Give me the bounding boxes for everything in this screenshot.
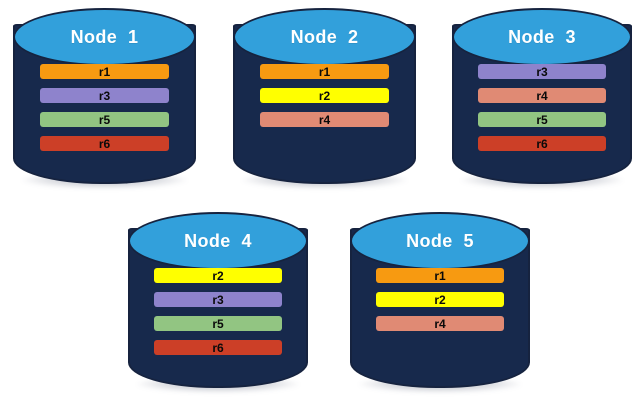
record-bar-r5[interactable]: r5 [478,112,606,127]
node-3-label: Node 3 [508,26,576,47]
record-bar-r6[interactable]: r6 [39,136,170,151]
node-5[interactable]: Node 5 r1 r2 r4 [350,212,530,393]
node-4[interactable]: Node 4 r2 r3 r5 r6 [128,212,308,393]
record-bar-r6[interactable]: r6 [478,136,606,151]
node-3[interactable]: Node 3 r3 r4 r5 r6 [452,8,632,189]
record-bar-r5[interactable]: r5 [39,112,170,127]
node-5-record-list: r1 r2 r4 [350,268,530,331]
record-bar-r4[interactable]: r4 [259,112,390,127]
record-bar-r2[interactable]: r2 [154,268,282,283]
node-1[interactable]: Node 1 r1 r3 r5 r6 [13,8,196,189]
node-2-record-list: r1 r2 r4 [233,64,416,127]
record-bar-r5[interactable]: r5 [154,316,282,331]
node-1-record-list: r1 r3 r5 r6 [13,64,196,151]
record-bar-r1[interactable]: r1 [259,64,390,79]
record-bar-r1[interactable]: r1 [39,64,170,79]
record-bar-r3[interactable]: r3 [154,292,282,307]
node-4-label: Node 4 [184,230,252,251]
node-2[interactable]: Node 2 r1 r2 r4 [233,8,416,189]
record-bar-r2[interactable]: r2 [376,292,504,307]
node-4-record-list: r2 r3 r5 r6 [128,268,308,355]
record-bar-r4[interactable]: r4 [376,316,504,331]
node-2-label: Node 2 [290,26,359,47]
record-bar-r2[interactable]: r2 [259,88,390,103]
record-bar-r4[interactable]: r4 [478,88,606,103]
node-5-label: Node 5 [406,230,474,251]
record-bar-r6[interactable]: r6 [154,340,282,355]
node-3-record-list: r3 r4 r5 r6 [452,64,632,151]
record-bar-r1[interactable]: r1 [376,268,504,283]
node-5-cylinder-top [350,212,530,270]
node-1-label: Node 1 [70,26,139,47]
record-bar-r3[interactable]: r3 [39,88,170,103]
record-bar-r3[interactable]: r3 [478,64,606,79]
